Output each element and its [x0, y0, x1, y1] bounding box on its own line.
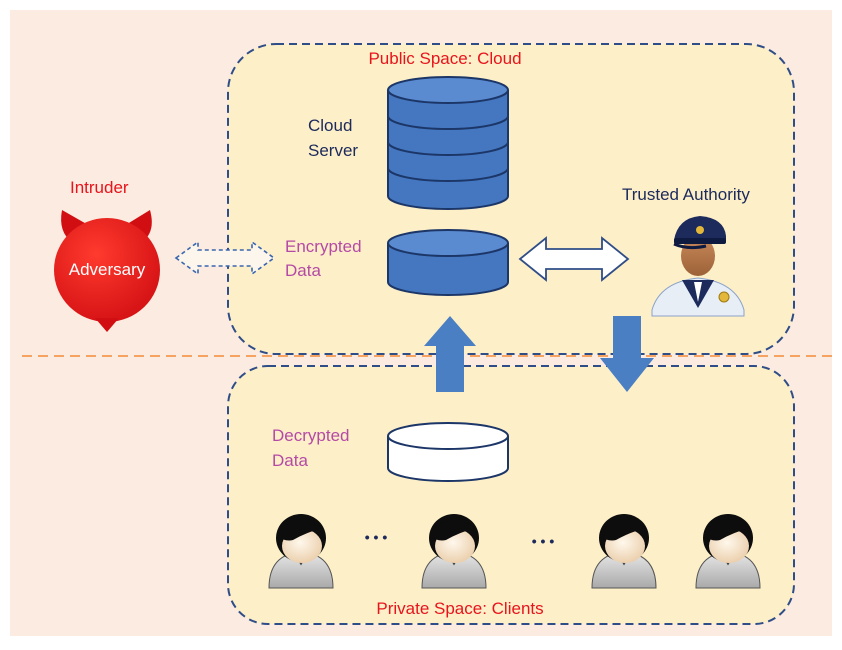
intruder-label: Intruder — [70, 178, 129, 197]
trusted-authority-label: Trusted Authority — [622, 185, 750, 204]
public-space-title: Public Space: Cloud — [368, 49, 521, 68]
cloud-server-label-line1: Cloud — [308, 116, 352, 135]
download-arrow — [600, 316, 654, 392]
encrypted-data-label-line1: Encrypted — [285, 237, 362, 256]
cloud-server-database-icon — [387, 76, 509, 210]
decrypted-data-label-line1: Decrypted — [272, 426, 349, 445]
public-space-box — [227, 43, 795, 355]
police-officer-icon — [651, 216, 745, 317]
client-person-icon — [268, 514, 334, 589]
cloud-server-label-line2: Server — [308, 141, 358, 160]
intrusion-double-arrow — [174, 240, 276, 276]
diagram-canvas: Public Space: Cloud Private Space: Clien… — [10, 10, 832, 636]
client-person-icon — [591, 514, 657, 589]
decrypted-data-label-line2: Data — [272, 451, 308, 470]
devil-icon — [54, 210, 160, 332]
encrypted-data-label-line2: Data — [285, 261, 321, 280]
client-person-icon — [421, 514, 487, 589]
private-space-title: Private Space: Clients — [376, 599, 543, 618]
upload-arrow — [424, 316, 476, 392]
decrypted-data-database-icon — [387, 422, 509, 482]
clients-ellipsis-left: • • • — [365, 529, 388, 545]
clients-ellipsis-right: • • • — [532, 533, 555, 549]
authority-double-arrow — [518, 236, 630, 282]
encrypted-data-database-icon — [387, 229, 509, 296]
client-person-icon — [695, 514, 761, 589]
private-space-box — [227, 365, 795, 625]
clients-group — [268, 514, 761, 589]
adversary-label: Adversary — [69, 260, 146, 279]
